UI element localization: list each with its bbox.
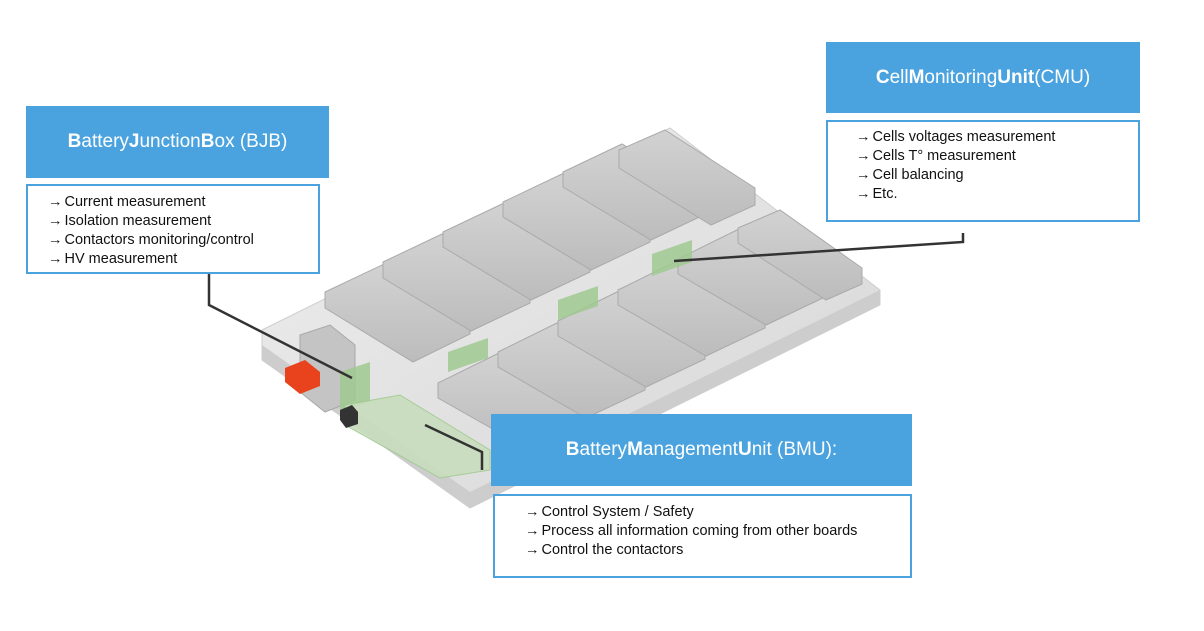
bjb-list-item-text: Contactors monitoring/control (64, 232, 254, 248)
arrow-icon: → (48, 232, 63, 248)
cmu-title-segment: (CMU) (1034, 66, 1091, 88)
bjb-title-segment: B (67, 131, 82, 152)
cmu-title-segment: C (875, 66, 890, 88)
cmu-list-item: →Cells T° measurement (856, 147, 1138, 166)
arrow-icon: → (856, 129, 871, 145)
bmu-list-item: →Control the contactors (525, 541, 910, 560)
cmu-title-segment: M (908, 66, 925, 88)
arrow-icon: → (525, 504, 540, 520)
bmu-title-segment: M (627, 439, 643, 460)
cmu-list-item: →Etc. (856, 185, 1138, 204)
cmu-list-item-text: Cells voltages measurement (872, 129, 1056, 145)
cmu-list: →Cells voltages measurement→Cells T° mea… (826, 120, 1140, 222)
cmu-title-segment: ell (889, 66, 909, 88)
cmu-list-item-text: Etc. (872, 186, 898, 202)
bjb-title-segment: attery (81, 131, 129, 152)
arrow-icon: → (48, 251, 63, 267)
bmu-title-segment: attery (579, 439, 628, 460)
bjb-list-item-text: Isolation measurement (64, 213, 212, 229)
bmu-list-item: →Control System / Safety (525, 503, 910, 522)
cmu-title-segment: onitoring (924, 66, 998, 88)
bjb-list-item: →Contactors monitoring/control (48, 231, 318, 250)
bmu-list-item-text: Control System / Safety (541, 504, 694, 520)
bmu-list-item-text: Process all information coming from othe… (541, 523, 858, 539)
arrow-icon: → (525, 542, 540, 558)
cmu-boards (448, 240, 692, 372)
cmu-list-item: →Cell balancing (856, 166, 1138, 185)
bmu-list-item: →Process all information coming from oth… (525, 522, 910, 541)
bjb-title-segment: ox (BJB) (214, 131, 288, 152)
bmu-title-segment: U (737, 439, 752, 460)
cmu-title-segment: Unit (997, 66, 1035, 88)
arrow-icon: → (856, 167, 871, 183)
bjb-list: →Current measurement→Isolation measureme… (26, 184, 320, 274)
bjb-title-segment: J (128, 131, 140, 152)
arrow-icon: → (856, 148, 871, 164)
arrow-icon: → (48, 213, 63, 229)
bjb-list-item-text: Current measurement (64, 194, 206, 210)
cmu-list-item-text: Cell balancing (872, 167, 964, 183)
arrow-icon: → (856, 186, 871, 202)
arrow-icon: → (48, 194, 63, 210)
bjb-title-segment: unction (139, 131, 201, 152)
bjb-list-item: →Current measurement (48, 193, 318, 212)
bmu-list-item-text: Control the contactors (541, 542, 684, 558)
bjb-title-segment: B (200, 131, 215, 152)
cmu-list-item-text: Cells T° measurement (872, 148, 1016, 164)
bjb-list-item-text: HV measurement (64, 251, 178, 267)
bjb-list-item: →HV measurement (48, 250, 318, 269)
leader-lines (207, 233, 965, 470)
bmu-title-segment: anagement (642, 439, 738, 460)
bmu-title-segment: B (565, 439, 580, 460)
arrow-icon: → (525, 523, 540, 539)
contactor-connectors (285, 360, 358, 428)
bmu-list: →Control System / Safety→Process all inf… (493, 494, 912, 578)
bmu-title-segment: nit (BMU): (751, 439, 838, 460)
bjb-list-item: →Isolation measurement (48, 212, 318, 231)
cell-modules-back-row (324, 129, 756, 363)
cmu-list-item: →Cells voltages measurement (856, 128, 1138, 147)
